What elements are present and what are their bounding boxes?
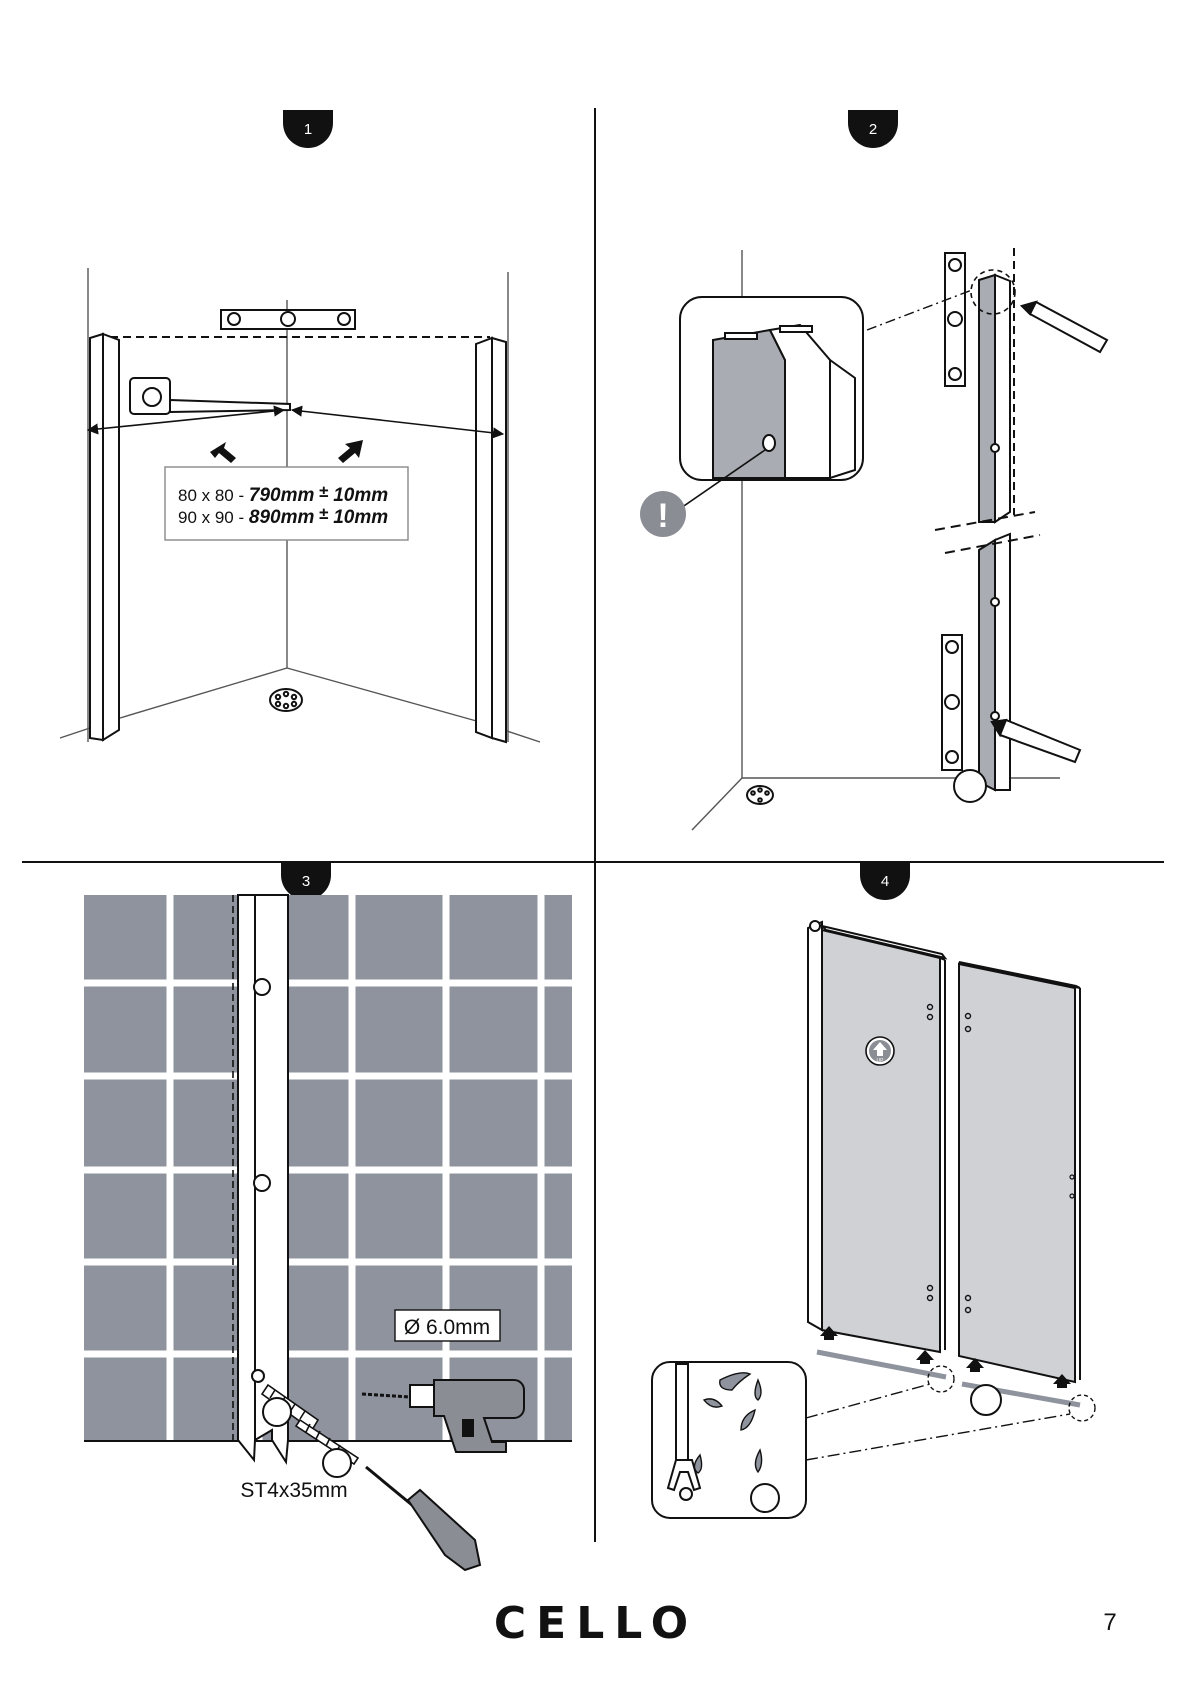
callout-circle: [263, 1398, 291, 1426]
up-arrow-icon: UP: [866, 1037, 894, 1065]
spec-line-2: 90 x 90 - 890mm ± 10mm: [178, 504, 388, 528]
drill-size-label: Ø 6.0mm: [404, 1316, 490, 1339]
tape-measure-icon: [130, 378, 290, 414]
callout-circle: [323, 1449, 351, 1477]
spirit-level-icon: [945, 253, 965, 386]
step-1-panel: 1: [60, 110, 540, 742]
callout-circle: [954, 770, 986, 802]
callout-circle: [971, 1385, 1001, 1415]
right-wall-profile: [476, 338, 506, 742]
glass-panel-left: [808, 921, 945, 1352]
step-4-number: 4: [881, 873, 889, 890]
spec-line-1: 80 x 80 - 790mm ± 10mm: [178, 482, 388, 506]
screw-size-label: ST4x35mm: [240, 1479, 347, 1502]
warning-symbol: !: [657, 497, 668, 535]
up-badge-text: UP: [877, 1058, 885, 1064]
spirit-level-icon: [221, 310, 355, 329]
step-4-panel: 4 UP: [652, 863, 1095, 1518]
tiled-wall: [84, 895, 572, 1441]
drain-icon: [747, 786, 773, 804]
screwdriver-icon: [366, 1467, 480, 1570]
spirit-level-icon: [942, 635, 962, 770]
step-3-panel: 3: [84, 863, 572, 1570]
step-2-number: 2: [869, 121, 877, 138]
step-1-number: 1: [304, 121, 312, 138]
left-wall-profile: [90, 334, 119, 740]
wall-profile: [979, 275, 1010, 790]
callout-circle: [751, 1484, 779, 1512]
pencil-icon: [1022, 302, 1107, 352]
page-number: 7: [1103, 1609, 1116, 1636]
step-3-number: 3: [302, 873, 310, 890]
wall-profile: [238, 895, 288, 1462]
push-arrow-left: [210, 442, 236, 463]
glass-panel-right: [959, 962, 1080, 1382]
brand-logo: CELLO: [494, 1598, 698, 1649]
step-2-panel: 2: [640, 110, 1107, 830]
drain-icon: [270, 689, 302, 711]
push-arrow-right: [338, 440, 363, 463]
